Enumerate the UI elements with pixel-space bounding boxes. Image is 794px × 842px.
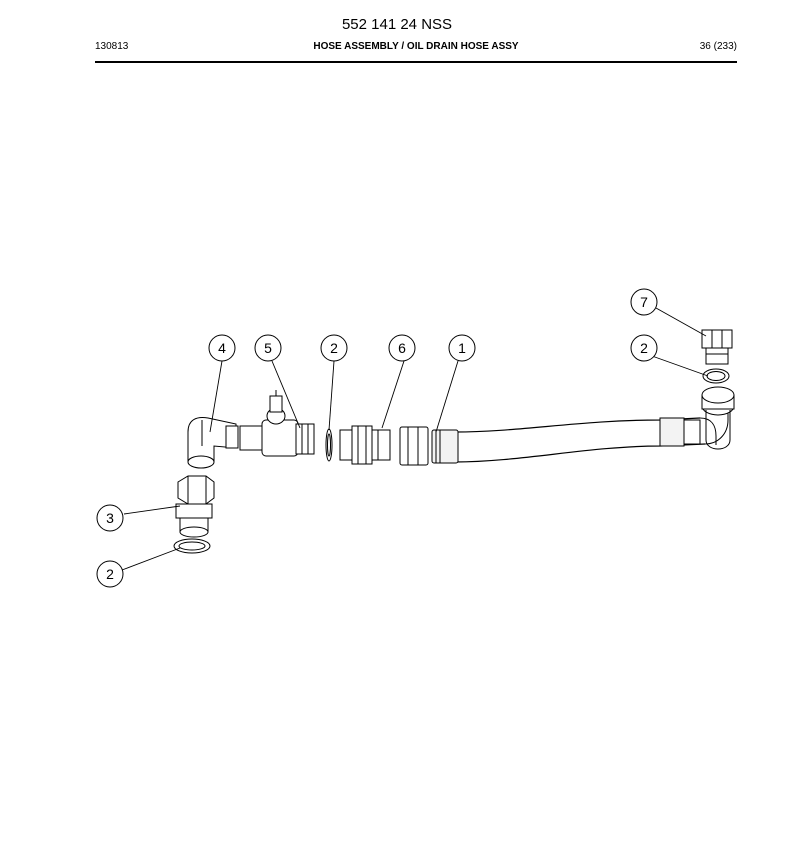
- date-code: 130813: [95, 41, 129, 52]
- hose-part: [399, 386, 735, 466]
- leader-lines: [121, 307, 709, 571]
- callout-1: 1: [448, 334, 476, 362]
- page-title: HOSE ASSEMBLY / OIL DRAIN HOSE ASSY: [313, 41, 519, 52]
- callout-label-2: 2: [640, 340, 648, 356]
- callout-2-right: 2: [630, 334, 658, 362]
- callout-3: 3: [96, 504, 124, 532]
- callout-label-4: 4: [218, 340, 226, 356]
- ball-valve-part-5: [239, 390, 315, 457]
- callout-label-2: 2: [106, 566, 114, 582]
- callout-5: 5: [254, 334, 282, 362]
- washer-left: [173, 538, 211, 554]
- plug-part-7: [701, 329, 733, 365]
- page-header: 130813 HOSE ASSEMBLY / OIL DRAIN HOSE AS…: [95, 41, 737, 55]
- callout-label-6: 6: [398, 340, 406, 356]
- header-divider: [95, 61, 737, 63]
- callout-label-2: 2: [330, 340, 338, 356]
- callout-label-1: 1: [458, 340, 466, 356]
- callout-label-3: 3: [106, 510, 114, 526]
- washer-right: [702, 368, 730, 384]
- washer-middle: [325, 428, 333, 462]
- page-number: 36 (233): [699, 41, 737, 52]
- callout-4: 4: [208, 334, 236, 362]
- union-part-3: [175, 475, 215, 538]
- callout-label-5: 5: [264, 340, 272, 356]
- callout-2-middle: 2: [320, 334, 348, 362]
- adapter-part-6: [339, 425, 391, 465]
- elbow-part-4: [187, 417, 239, 469]
- callout-7: 7: [630, 288, 658, 316]
- document-part-number: 552 141 24 NSS: [341, 16, 453, 33]
- callout-6: 6: [388, 334, 416, 362]
- callout-2-left: 2: [96, 560, 124, 588]
- callout-label-7: 7: [640, 294, 648, 310]
